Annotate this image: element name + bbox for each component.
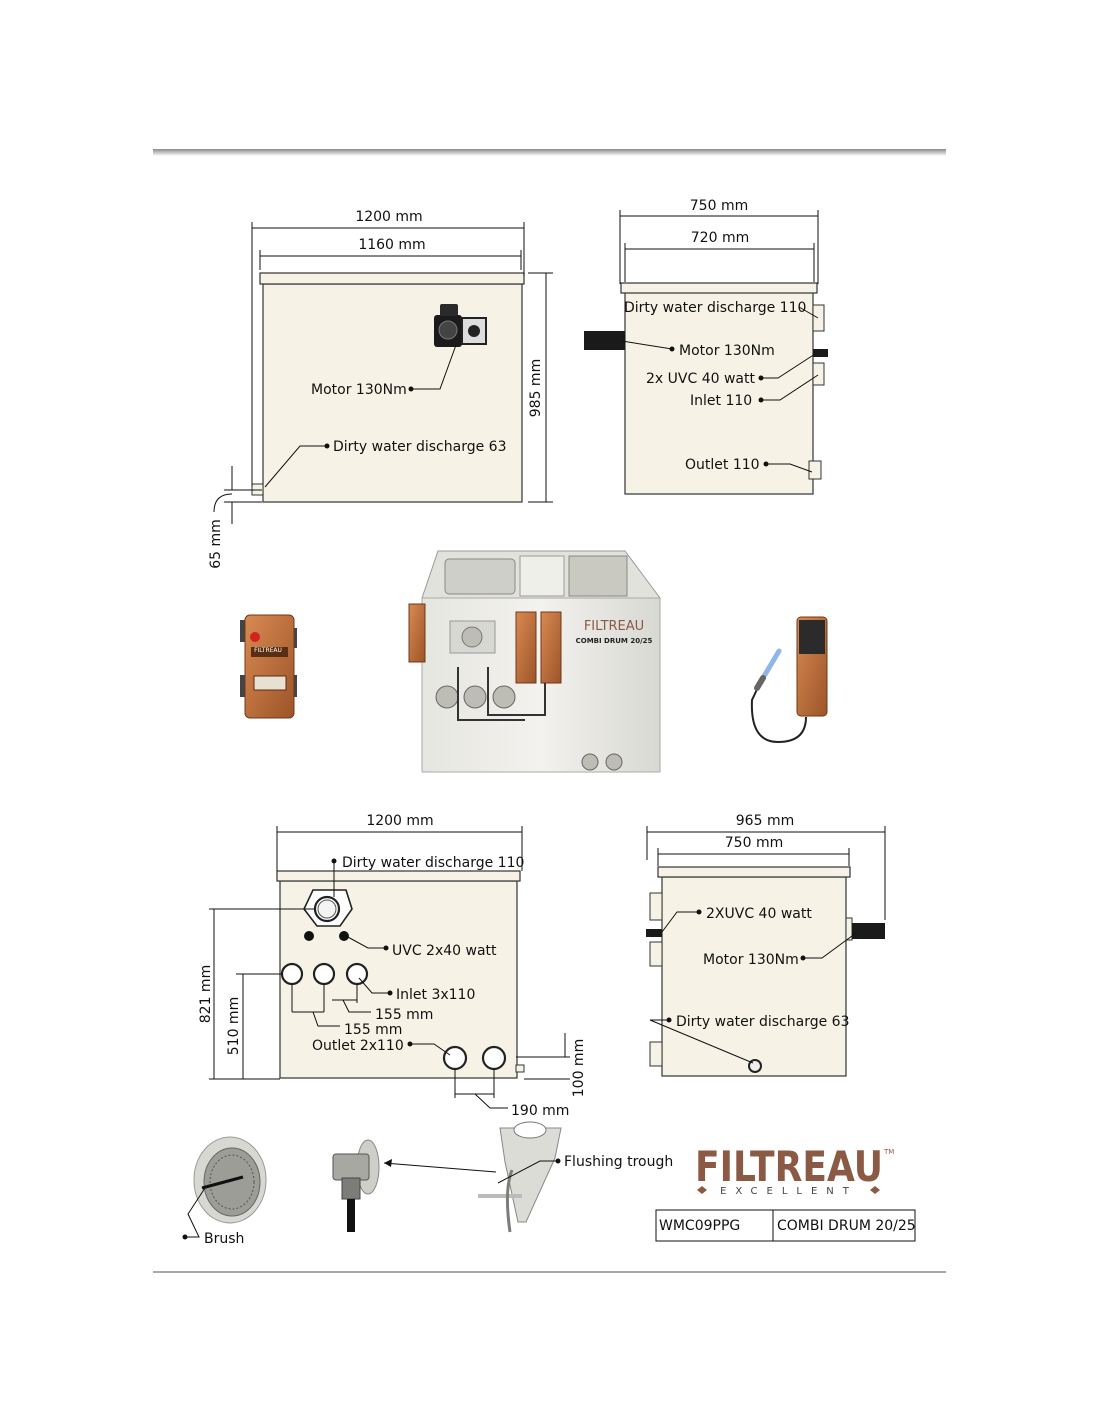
uvc-stub bbox=[813, 349, 828, 357]
drawing-side-view-2: 965 mm 750 mm 2XUVC 40 watt Motor 130Nm … bbox=[646, 813, 886, 1077]
tank-brand: FILTREAU bbox=[584, 619, 644, 634]
dim-100: 100 mm bbox=[571, 1039, 587, 1097]
outlet-stub bbox=[649, 1041, 663, 1067]
dim-750: 750 mm bbox=[725, 835, 783, 851]
label-discharge-110: Dirty water discharge 110 bbox=[342, 855, 524, 871]
label-motor: Motor 130Nm bbox=[703, 952, 799, 968]
dim-190: 190 mm bbox=[511, 1103, 569, 1119]
label-discharge-63: Dirty water discharge 63 bbox=[676, 1014, 849, 1030]
label-inlet: Inlet 110 bbox=[690, 393, 752, 409]
label-brush: Brush bbox=[204, 1231, 244, 1247]
dim-1160: 1160 mm bbox=[358, 237, 425, 253]
header-rule bbox=[153, 149, 946, 156]
label-outlet: Outlet 110 bbox=[685, 457, 760, 473]
dim-720: 720 mm bbox=[691, 230, 749, 246]
dim-65: 65 mm bbox=[208, 519, 224, 569]
dim-821: 821 mm bbox=[198, 965, 214, 1023]
product-table: WMC09PPG COMBI DRUM 20/25 bbox=[655, 1209, 916, 1242]
tank-model: COMBI DRUM 20/25 bbox=[576, 637, 653, 645]
dim-510: 510 mm bbox=[226, 997, 242, 1055]
motor-icon bbox=[434, 304, 487, 347]
logo-tm: TM bbox=[883, 1148, 894, 1156]
drawing-front-view-2: 1200 mm 821 mm 510 mm 100 mm 155 mm 155 … bbox=[198, 813, 587, 1119]
inlet-stub bbox=[649, 941, 663, 967]
dim-1200: 1200 mm bbox=[355, 209, 422, 225]
dim-155-a: 155 mm bbox=[375, 1007, 433, 1023]
table-name: COMBI DRUM 20/25 bbox=[777, 1218, 916, 1234]
outlet-stub bbox=[808, 460, 822, 480]
logo-wordmark: FILTREAU bbox=[695, 1142, 883, 1191]
label-uvc: 2XUVC 40 watt bbox=[706, 906, 812, 922]
dim-155-b: 155 mm bbox=[344, 1022, 402, 1038]
uvc-stub bbox=[646, 929, 662, 937]
control-box-image: FILTREAU bbox=[240, 614, 297, 719]
tank-lid bbox=[259, 272, 525, 285]
uvc-unit-image bbox=[750, 616, 828, 744]
dim-750: 750 mm bbox=[690, 198, 748, 214]
brand-logo: FILTREAU TM EXCELLENT bbox=[695, 1142, 894, 1197]
control-box-brand: FILTREAU bbox=[254, 647, 282, 654]
label-uvc: UVC 2x40 watt bbox=[392, 943, 497, 959]
tank-body bbox=[624, 291, 814, 495]
logo-tagline: EXCELLENT bbox=[720, 1186, 858, 1197]
label-inlet: Inlet 3x110 bbox=[396, 987, 475, 1003]
filter-tank-image: FILTREAU COMBI DRUM 20/25 bbox=[408, 550, 661, 773]
tank-body bbox=[661, 876, 847, 1077]
motor-stub bbox=[852, 923, 885, 939]
dim-985: 985 mm bbox=[528, 359, 544, 417]
drawing-front-view: 1200 mm 1160 mm 985 mm 65 mm Motor 130Nm… bbox=[208, 209, 553, 569]
tank-lid bbox=[276, 870, 521, 882]
drawing-side-view: 750 mm 720 mm Dirty water discharge 110 … bbox=[584, 198, 828, 495]
flushing-trough-detail: Flushing trough bbox=[478, 1121, 673, 1233]
dim-1200: 1200 mm bbox=[366, 813, 433, 829]
nozzle-detail bbox=[332, 1139, 497, 1232]
label-flushing-trough: Flushing trough bbox=[564, 1154, 673, 1170]
tank-lid bbox=[620, 282, 818, 294]
label-uvc: 2x UVC 40 watt bbox=[646, 371, 755, 387]
dim-965: 965 mm bbox=[736, 813, 794, 829]
label-discharge-63: Dirty water discharge 63 bbox=[333, 439, 506, 455]
label-outlet: Outlet 2x110 bbox=[312, 1038, 404, 1054]
pipe-stub bbox=[812, 304, 825, 332]
label-motor: Motor 130Nm bbox=[679, 343, 775, 359]
label-discharge-110: Dirty water discharge 110 bbox=[624, 300, 806, 316]
brush-detail: Brush bbox=[182, 1136, 267, 1247]
table-code: WMC09PPG bbox=[659, 1218, 740, 1234]
pipe-stub bbox=[649, 892, 663, 921]
motor-stub bbox=[584, 331, 625, 350]
label-motor: Motor 130Nm bbox=[311, 382, 407, 398]
tank-lid bbox=[657, 866, 851, 878]
inlet-stub bbox=[812, 362, 825, 386]
